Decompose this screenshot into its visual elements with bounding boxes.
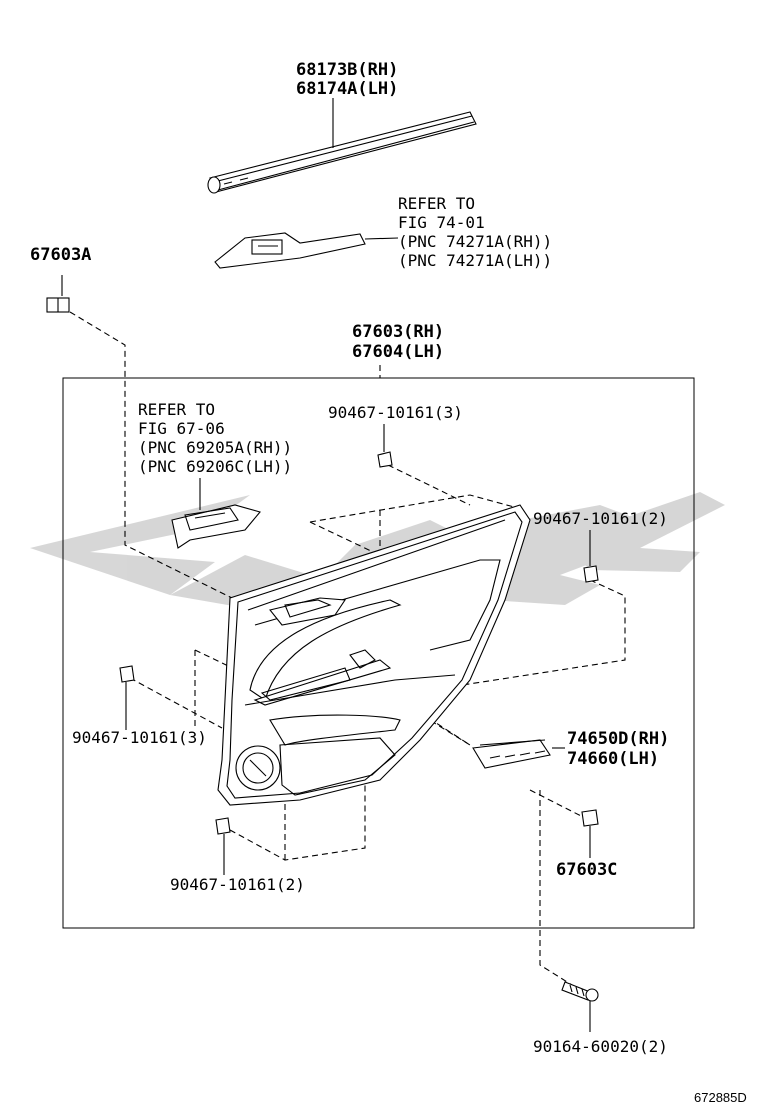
clip-right [583, 530, 599, 583]
clip-top-label: 90467-10161(3) [328, 403, 463, 422]
clip-a [46, 275, 70, 313]
handle-refer-line-2: FIG 67-06 [138, 419, 225, 438]
clip-left [119, 665, 135, 730]
switch-refer-line-4: (PNC 74271A(LH)) [398, 251, 553, 270]
handle-refer-line-3: (PNC 69205A(RH)) [138, 438, 293, 457]
trim-rh-label: 67603(RH) [352, 322, 445, 342]
screw-label: 90164-60020(2) [533, 1037, 668, 1056]
clip-a-label: 67603A [30, 245, 92, 265]
armrest-lh-label: 74660(LH) [567, 749, 660, 769]
handle-refer-line-4: (PNC 69206C(LH)) [138, 457, 293, 476]
weatherstrip-rh-label: 68173B(RH) [296, 60, 399, 80]
clip-left-label: 90467-10161(3) [72, 728, 207, 747]
armrest-pad [472, 739, 565, 769]
figure-id: 672885D [694, 1090, 747, 1105]
trim-lh-label: 67604(LH) [352, 342, 445, 362]
weatherstrip-lh-label: 68174A(LH) [296, 79, 399, 99]
clip-bottom [215, 817, 231, 875]
switch-refer-line-3: (PNC 74271A(RH)) [398, 232, 553, 251]
armrest-rh-label: 74650D(RH) [567, 729, 670, 749]
clip-top [377, 424, 393, 468]
weatherstrip [207, 98, 477, 194]
switch-refer-line-1: REFER TO [398, 194, 476, 213]
switch-refer-line-2: FIG 74-01 [398, 213, 485, 232]
clip-c [581, 809, 599, 858]
clip-c-label: 67603C [556, 860, 618, 880]
clip-right-label: 90467-10161(2) [533, 509, 668, 528]
door-trim-panel [217, 504, 531, 806]
handle-refer-line-1: REFER TO [138, 400, 216, 419]
assembly-box [62, 377, 695, 929]
clip-bottom-label: 90467-10161(2) [170, 875, 305, 894]
screw [561, 981, 599, 1032]
inner-handle-bezel [171, 478, 261, 549]
switch-base [214, 232, 399, 269]
